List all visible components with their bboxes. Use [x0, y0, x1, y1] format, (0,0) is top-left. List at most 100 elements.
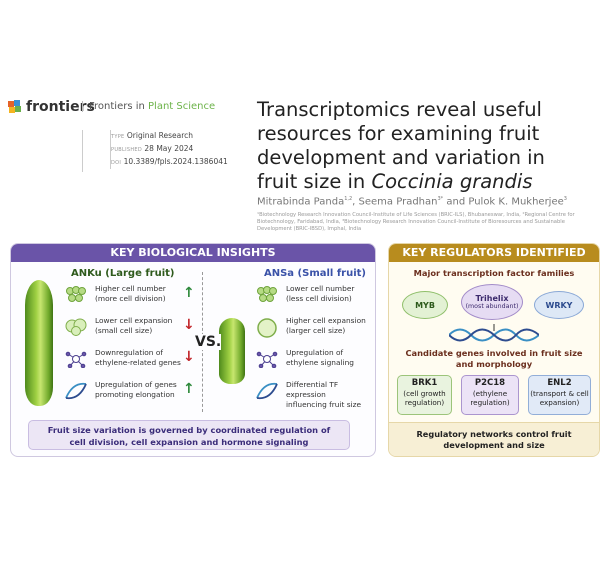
frontiers-logo-icon: [8, 100, 21, 113]
tf-heading: Major transcription factor families: [413, 268, 575, 278]
footer-line: Regulatory networks control fruit: [416, 429, 572, 439]
insight-line: Upregulation of genes: [95, 380, 177, 389]
author[interactable]: Pulok K. Mukherjee: [468, 196, 564, 208]
summary-line: Fruit size variation is governed by coor…: [47, 425, 331, 435]
key-regulators-panel: KEY REGULATORS IDENTIFIED Major transcri…: [388, 243, 600, 457]
large-cell-icon: [256, 318, 278, 338]
vs-label: VS.: [195, 334, 222, 350]
cell-cluster-icon: [65, 286, 87, 304]
tf-myb: MYB: [402, 291, 448, 319]
tf-name: WRKY: [545, 300, 573, 310]
author-sep: and: [443, 196, 469, 208]
author-sup: 3*: [437, 196, 444, 202]
divider: [82, 130, 83, 172]
small-fruit-image: [219, 318, 245, 384]
insight-line: (larger cell size): [286, 326, 346, 335]
author[interactable]: Seema Pradhan: [358, 196, 438, 208]
insight-line: Lower cell expansion: [95, 316, 173, 325]
arrow-up-icon: ↑: [183, 285, 195, 301]
molecule-icon: [256, 350, 278, 369]
insight-line: Higher cell number: [95, 284, 166, 293]
journal-prefix: Frontiers in: [89, 101, 149, 112]
arrow-down-icon: ↓: [374, 286, 375, 300]
insight-line: (more cell division): [95, 294, 166, 303]
author-sup: 1,2: [344, 196, 353, 202]
frontiers-logo: frontiers: [8, 99, 95, 115]
large-fruit-image: [25, 280, 53, 406]
insight-line: Lower cell number: [286, 284, 355, 293]
gene-name: P2C18: [474, 378, 506, 388]
gene-desc: regulation): [404, 398, 445, 407]
gene-desc: regulation): [470, 398, 510, 407]
brand-name: frontiers: [26, 99, 95, 115]
arrow-down-icon: ↓: [183, 317, 195, 333]
journal-name: Frontiers in Plant Science: [82, 101, 215, 112]
insight-line: ethylene signaling: [286, 358, 354, 367]
molecule-icon: [65, 350, 87, 369]
gene-desc: expansion): [539, 398, 580, 407]
arrow-up-icon: ↑: [183, 381, 195, 397]
journal-title: Plant Science: [148, 101, 216, 112]
gene-name: ENL2: [547, 378, 572, 388]
small-fruit-title: ANSa (Small fruit): [264, 268, 366, 279]
insight-item: Lower cell expansion(small cell size): [95, 316, 172, 336]
insight-line: promoting elongation: [95, 390, 175, 399]
panel-title: KEY REGULATORS IDENTIFIED: [389, 244, 599, 262]
tf-trihelix: Trihelix(most abundant): [461, 284, 523, 320]
insight-item: Higher cell expansion(larger cell size): [286, 316, 366, 336]
arrow-down-icon: ↓: [183, 349, 195, 365]
article-type: Original Research: [126, 131, 194, 140]
gene-desc: (transport & cell: [530, 389, 589, 398]
article-meta: TYPE Original Research PUBLISHED 28 May …: [110, 130, 228, 169]
title-species: Coccinia grandis: [371, 170, 533, 193]
tf-name: MYB: [415, 300, 435, 310]
gene-name: BRK1: [411, 378, 438, 388]
author-sep: ,: [352, 196, 359, 208]
type-label: TYPE: [111, 134, 125, 140]
doi-label: DOI: [111, 160, 122, 166]
authors: Mitrabinda Panda1,2, Seema Pradhan3* and…: [257, 196, 567, 207]
cell-cluster-icon: [256, 286, 278, 304]
gene-desc: (ethylene: [472, 389, 508, 398]
tf-wrky: WRKY: [534, 291, 584, 319]
author-sup: 3: [563, 196, 567, 202]
dna-icon: [256, 382, 278, 400]
insight-line: influencing fruit size: [286, 400, 362, 409]
author[interactable]: Mitrabinda Panda: [257, 196, 345, 208]
gene-desc: (cell growth: [403, 389, 446, 398]
title-text: Transcriptomics reveal useful resources …: [257, 98, 545, 193]
arrow-up-icon: ↑: [374, 318, 375, 332]
panel-title: KEY BIOLOGICAL INSIGHTS: [11, 244, 375, 262]
large-fruit-title: ANKu (Large fruit): [71, 268, 175, 279]
insight-line: ethylene-related genes: [95, 358, 181, 367]
insight-line: (less cell division): [286, 294, 352, 303]
insight-line: Differential TF expression: [286, 380, 339, 399]
summary-line: cell division, cell expansion and hormon…: [69, 437, 309, 447]
affiliations: ¹Biotechnology Research Innovation Counc…: [257, 212, 575, 232]
doi[interactable]: 10.3389/fpls.2024.1386041: [123, 157, 228, 166]
cells-icon: [65, 318, 87, 336]
insight-item: Lower cell number(less cell division): [286, 284, 354, 304]
insight-line: (small cell size): [95, 326, 153, 335]
footer-line: development and size: [443, 440, 545, 450]
insight-line: Downregulation of: [95, 348, 163, 357]
dna-helix-icon: [449, 324, 539, 342]
tf-name: Trihelix: [475, 294, 509, 303]
tf-note: (most abundant): [465, 303, 519, 310]
article-title: Transcriptomics reveal useful resources …: [257, 98, 587, 194]
genes-heading-line: Candidate genes involved in fruit size: [405, 348, 583, 358]
insight-line: Upregulation of: [286, 348, 344, 357]
arrow-up-icon: ↑: [374, 350, 375, 364]
insight-line: Higher cell expansion: [286, 316, 366, 325]
summary-box: Fruit size variation is governed by coor…: [28, 420, 350, 450]
published-date: 28 May 2024: [144, 144, 194, 153]
genes-heading-line: and morphology: [455, 359, 533, 369]
